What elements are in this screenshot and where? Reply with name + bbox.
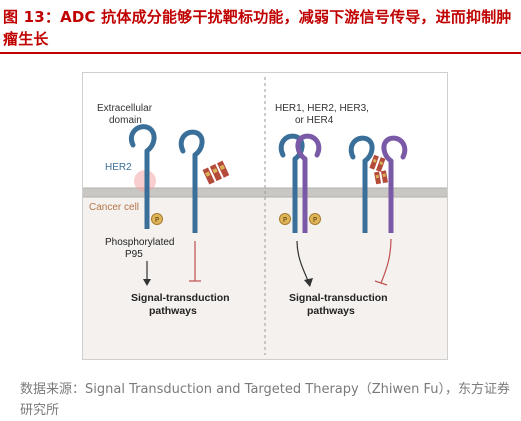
svg-text:P: P [313,216,317,224]
phospho-site-left: P [151,213,163,225]
diagram-panel: Extracellular domain HER2 Cancer cell P … [82,72,448,360]
cancer-cell-label: Cancer cell [89,202,139,213]
adc-antibody-left [202,160,230,185]
signal-label-right-line2: pathways [307,305,355,317]
phospho-label-line2: P95 [125,249,143,260]
her-family-label-line2: or HER4 [295,115,334,126]
source-note: 数据来源：Signal Transduction and Targeted Th… [20,382,510,418]
inhibition-marker-left [189,241,201,282]
signal-label-left-line1: Signal-transduction [131,292,230,304]
activation-arrow-left [143,261,151,286]
figure-title: 图 13：ADC 抗体成分能够干扰靶标功能，减弱下游信号传导，进而抑制肿瘤生长 [3,8,512,48]
phospho-label-line1: Phosphorylated [105,237,175,248]
svg-text:P: P [155,216,159,224]
activation-arrow-right [296,240,313,287]
her2-adc-diagram: Extracellular domain HER2 Cancer cell P … [83,77,447,359]
her-family-label-line1: HER1, HER2, HER3, [275,103,369,114]
extracellular-label-line2: domain [109,115,142,126]
signal-label-right-line1: Signal-transduction [289,292,388,304]
phospho-sites-right: P P [279,213,321,225]
signal-label-left-line2: pathways [149,305,197,317]
svg-text:P: P [283,216,287,224]
title-underline [0,52,521,54]
her2-label: HER2 [105,162,132,173]
her-dimer-active [278,133,322,233]
her2-receptor-adc-bound [178,129,205,233]
inhibition-marker-right [374,238,392,286]
her2-receptor-active [129,124,157,229]
adc-antibody-right [369,154,388,185]
her-dimer-adc-bound [348,135,408,233]
extracellular-label-line1: Extracellular [97,103,153,114]
